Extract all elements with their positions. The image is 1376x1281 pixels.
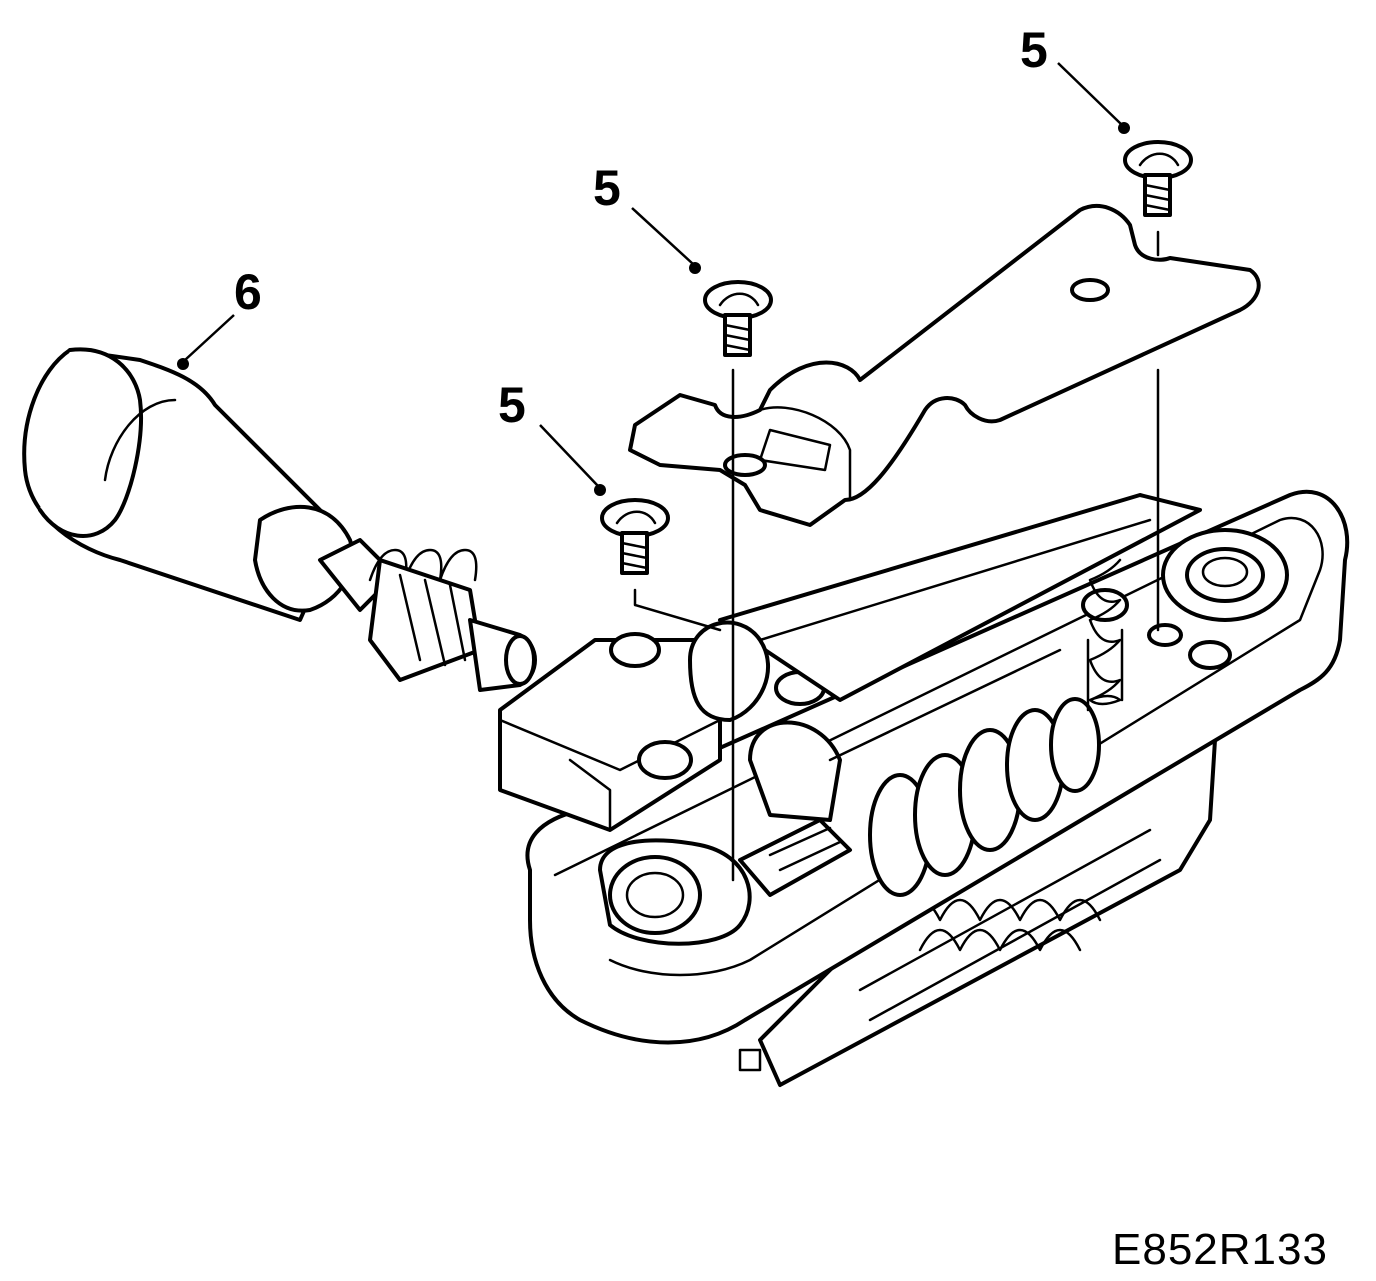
- cover-plate: [628, 204, 1261, 527]
- screw-center: [703, 280, 773, 357]
- coil-spring: [1086, 558, 1124, 712]
- callout-screw-top-right: 5: [1020, 22, 1048, 78]
- leader-lines: [177, 62, 1130, 496]
- callout-motor: 6: [234, 264, 262, 320]
- screw-top-right: [1123, 140, 1193, 217]
- electric-motor: [22, 347, 537, 692]
- figure-id-label: E852R133: [1112, 1225, 1328, 1274]
- screw-left: [600, 498, 670, 575]
- worm-gear: [868, 697, 1101, 897]
- housing-body: [498, 489, 1350, 1087]
- callout-screw-center: 5: [593, 160, 621, 216]
- callout-screw-left: 5: [498, 377, 526, 433]
